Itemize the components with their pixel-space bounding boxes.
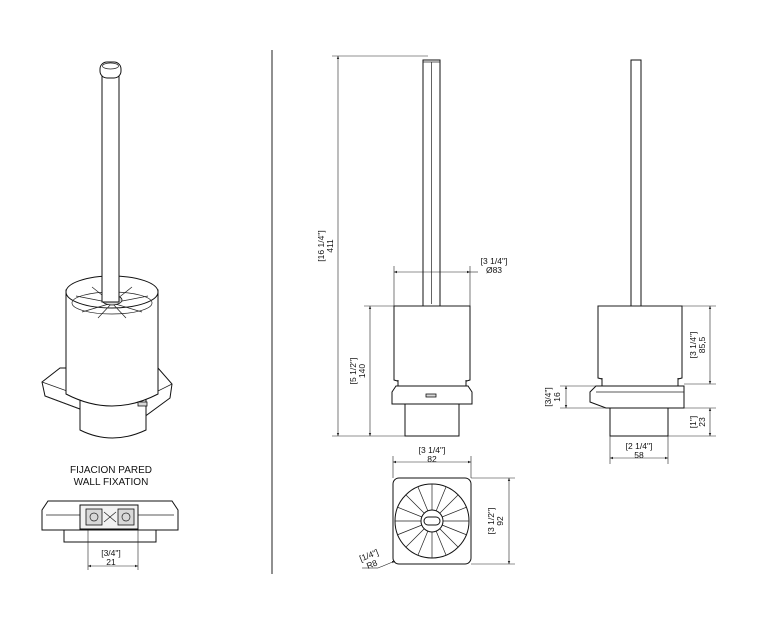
front-diameter-in: [3 1/4"] (481, 256, 508, 266)
side-bracket-height-in: [3/4"] (543, 387, 553, 407)
top-depth-mm: 92 (495, 516, 505, 526)
side-base-height-mm: 23 (697, 417, 707, 427)
side-cup-height-in: [3 1/4"] (688, 332, 698, 359)
side-base-height-in: [1"] (688, 416, 698, 428)
side-bracket-height-mm: 16 (552, 392, 562, 402)
front-cup-height-in: [5 1/2"] (348, 358, 358, 385)
top-depth-in: [3 1/2"] (486, 508, 496, 535)
top-radius-mm: R8 (365, 557, 379, 570)
isometric-view (41, 61, 173, 439)
wall-fixation-width-in: [3/4"] (101, 548, 121, 558)
top-width-mm: 82 (427, 454, 437, 464)
wall-fixation-width-mm: 21 (106, 557, 116, 567)
front-total-height-in: [16 1/4"] (316, 230, 326, 261)
wall-fixation-label-en: WALL FIXATION (74, 477, 149, 488)
side-base-width-mm: 58 (634, 450, 644, 460)
wall-fixation-label-es: FIJACION PARED (70, 465, 152, 476)
side-view: [3 1/4"] 85,5 [3/4"] 16 [1"] 23 [2 1/4"]… (543, 59, 716, 464)
front-cup-height-mm: 140 (357, 364, 367, 378)
front-view: [16 1/4"] 411 [5 1/2"] 140 [3 1/4"] Ø83 (316, 55, 508, 437)
side-base-width-in: [2 1/4"] (626, 441, 653, 451)
side-cup-height-mm: 85,5 (697, 336, 707, 353)
front-total-height-mm: 411 (325, 239, 335, 253)
top-width-in: [3 1/4"] (419, 445, 446, 455)
front-diameter-mm: Ø83 (486, 265, 502, 275)
top-view: [3 1/4"] 82 [3 1/2"] 92 [1/4"] R8 (358, 445, 515, 571)
wall-fixation-detail: FIJACION PARED WALL FIXATION [3/4"] 21 (41, 465, 179, 570)
